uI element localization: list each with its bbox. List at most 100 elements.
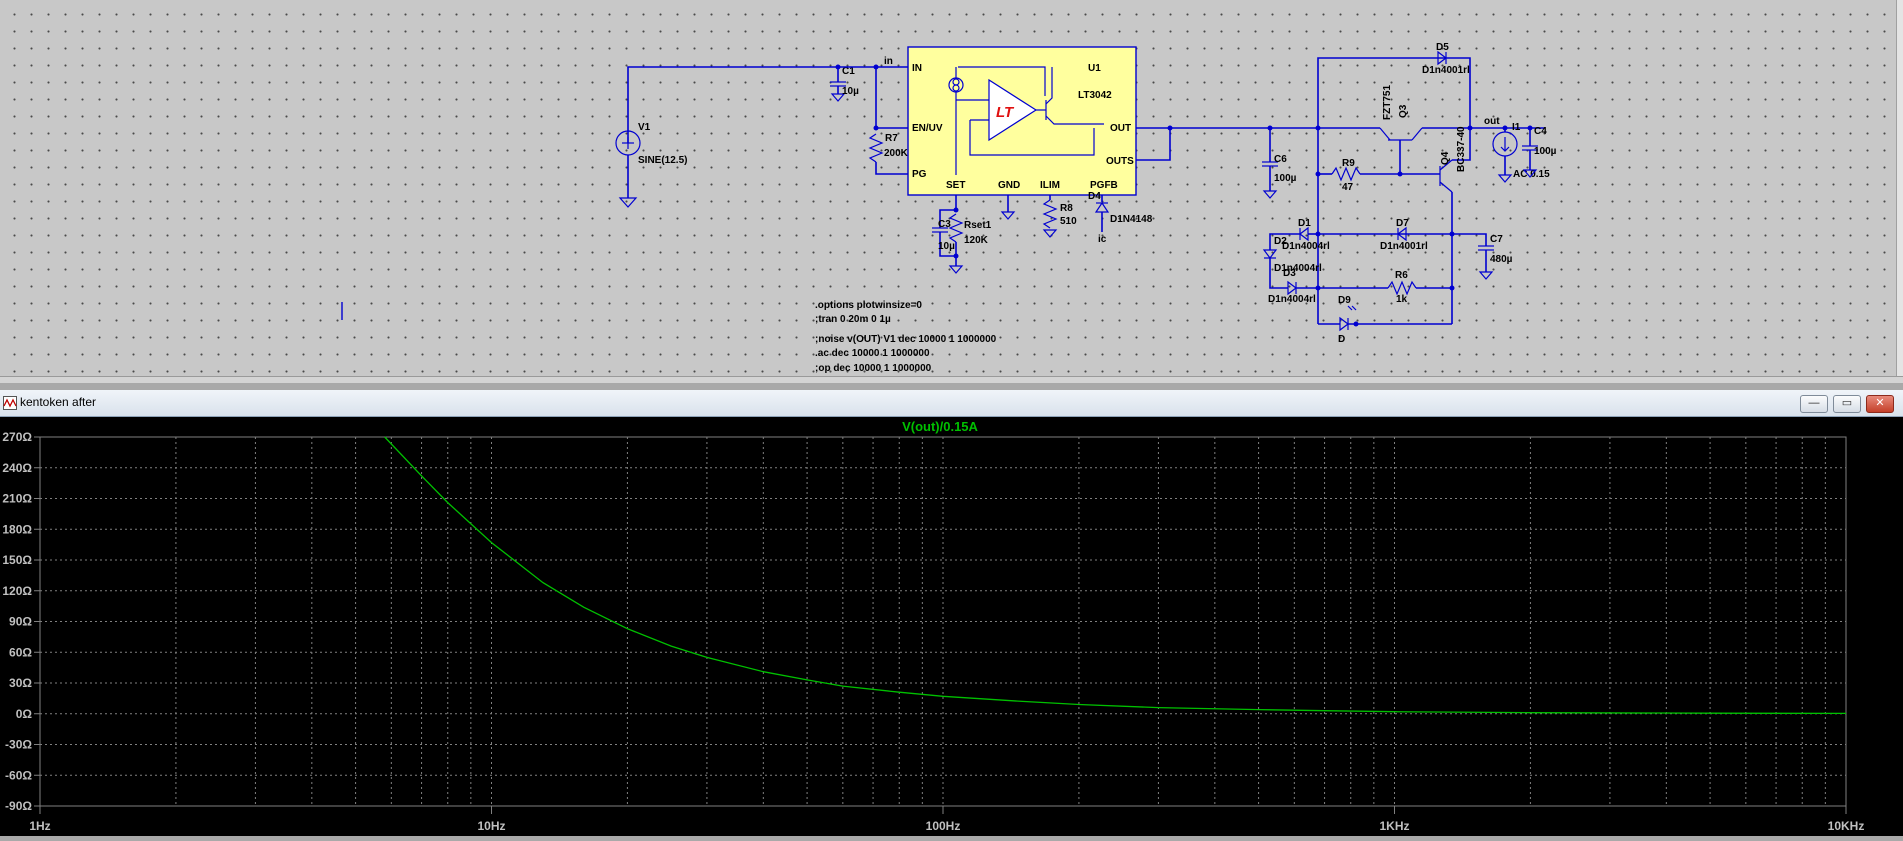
x-tick-label: 1Hz xyxy=(29,819,50,833)
rset1-name: Rset1 xyxy=(964,220,992,231)
u1-value: LT3042 xyxy=(1078,90,1112,101)
d5-name: D5 xyxy=(1436,42,1449,53)
directive-op[interactable]: ;op dec 10000 1 1000000 xyxy=(815,363,932,374)
u1-lt3042-regulator[interactable]: IN EN/UV PG SET GND ILIM PGFB OUT OUTS U… xyxy=(907,46,1137,196)
window-title: kentoken after xyxy=(20,395,97,409)
d7-value: D1n4001rl xyxy=(1380,241,1428,252)
pin-out: OUT xyxy=(1110,123,1131,134)
q3-name: Q3 xyxy=(1398,104,1409,118)
x-tick-label: 10Hz xyxy=(477,819,505,833)
c7-value: 480µ xyxy=(1490,254,1513,265)
y-tick-label: 240Ω xyxy=(2,461,32,475)
r7-value: 200K xyxy=(884,148,909,159)
r8-name: R8 xyxy=(1060,203,1073,214)
directive-ac[interactable]: .ac dec 10000 1 1000000 xyxy=(815,348,930,359)
u1-name: U1 xyxy=(1088,63,1101,74)
pin-pg: PG xyxy=(912,169,927,180)
output-filter-network[interactable]: FZT751 Q3 R9 47 Q4 BC337-40 D5 D1n4001rl… xyxy=(1262,42,1557,345)
c4-value: 100µ xyxy=(1534,146,1557,157)
opamp-triangle xyxy=(988,78,1038,142)
q4-value: BC337-40 xyxy=(1456,126,1467,172)
y-axis-ticks: 270Ω240Ω210Ω180Ω150Ω120Ω90Ω60Ω30Ω0Ω-30Ω-… xyxy=(2,430,40,813)
x-tick-label: 10KHz xyxy=(1828,819,1865,833)
waveform-plot-canvas[interactable]: 270Ω240Ω210Ω180Ω150Ω120Ω90Ω60Ω30Ω0Ω-30Ω-… xyxy=(0,416,1903,836)
d9-name: D9 xyxy=(1338,295,1351,306)
d1-value: D1n4004rl xyxy=(1282,241,1330,252)
y-tick-label: -90Ω xyxy=(5,799,32,813)
r9-value: 47 xyxy=(1342,182,1354,193)
c6-name: C6 xyxy=(1274,154,1287,165)
minimize-button[interactable]: — xyxy=(1800,395,1828,413)
d4-diode[interactable]: D4 D1N4148 ic xyxy=(1088,191,1153,245)
y-tick-label: 180Ω xyxy=(2,522,32,536)
net-label-out: out xyxy=(1484,116,1500,127)
lt-logo-icon: LT xyxy=(996,104,1015,121)
q3-value: FZT751 xyxy=(1382,85,1393,120)
pin-in: IN xyxy=(912,63,922,74)
y-tick-label: 150Ω xyxy=(2,553,32,567)
y-tick-label: 30Ω xyxy=(9,676,32,690)
r8-value: 510 xyxy=(1060,216,1077,227)
schematic-scrollbar[interactable] xyxy=(1896,0,1903,376)
d5-value: D1n4001rl xyxy=(1422,65,1470,76)
c3-name: C3 xyxy=(938,219,951,230)
waveform-window[interactable]: kentoken after — ▭ ✕ 270Ω 240Ω 210Ω 180Ω 150… xyxy=(0,390,1903,836)
close-button[interactable]: ✕ xyxy=(1866,395,1894,413)
pin-ilim: ILIM xyxy=(1040,180,1060,191)
spice-directives[interactable]: .options plotwinsize=0 ;tran 0 20m 0 1µ … xyxy=(815,300,997,374)
i1-name: I1 xyxy=(1512,122,1521,133)
r7-resistor[interactable]: in R7 200K xyxy=(838,56,909,175)
net-label-in: in xyxy=(884,56,893,67)
v1-voltage-source[interactable]: V1 SINE(12.5) xyxy=(615,66,838,208)
y-tick-label: 60Ω xyxy=(9,645,32,659)
d9-value: D xyxy=(1338,334,1345,345)
y-tick-label: -60Ω xyxy=(5,768,32,782)
y-tick-label: 210Ω xyxy=(2,492,32,506)
output-wiring[interactable] xyxy=(1136,125,1318,161)
d7-name: D7 xyxy=(1396,218,1409,229)
d1-name: D1 xyxy=(1298,218,1311,229)
schematic-drawing[interactable]: V1 SINE(12.5) C1 10µ in R7 200K IN EN/UV… xyxy=(0,0,1896,376)
trace-title[interactable]: V(out)/0.15A xyxy=(902,419,978,434)
d3-name: D3 xyxy=(1283,268,1296,279)
maximize-button[interactable]: ▭ xyxy=(1833,395,1861,413)
d2-value: D1n4004rl xyxy=(1274,263,1322,274)
y-tick-label: 0Ω xyxy=(16,707,33,721)
r6-name: R6 xyxy=(1395,270,1408,281)
pin-enuv: EN/UV xyxy=(912,123,943,134)
waveform-app-icon xyxy=(3,396,17,410)
x-tick-label: 1KHz xyxy=(1379,819,1409,833)
d3-value: D1n4004rl xyxy=(1268,294,1316,305)
r9-name: R9 xyxy=(1342,158,1355,169)
rset1-value: 120K xyxy=(964,235,989,246)
plot-grid xyxy=(39,436,1847,807)
directive-options[interactable]: .options plotwinsize=0 xyxy=(815,300,922,311)
net-label-ic: ic xyxy=(1098,234,1107,245)
c7-name: C7 xyxy=(1490,234,1503,245)
directive-tran[interactable]: ;tran 0 20m 0 1µ xyxy=(815,314,891,325)
schematic-canvas[interactable]: V1 SINE(12.5) C1 10µ in R7 200K IN EN/UV… xyxy=(0,0,1903,382)
c1-name: C1 xyxy=(842,66,855,77)
rset1-c3-network[interactable]: C3 10µ Rset1 120K xyxy=(932,195,992,274)
d4-name: D4 xyxy=(1088,191,1101,202)
c3-value: 10µ xyxy=(938,241,955,252)
r8-resistor[interactable]: R8 510 xyxy=(1042,195,1077,238)
schematic-bottom-border xyxy=(0,376,1903,383)
v1-name: V1 xyxy=(638,122,651,133)
window-titlebar[interactable]: kentoken after — ▭ ✕ xyxy=(0,390,1903,417)
v1-value: SINE(12.5) xyxy=(638,155,687,166)
trace-line[interactable] xyxy=(384,436,1847,715)
y-tick-label: 270Ω xyxy=(2,430,32,444)
pin-pgfb: PGFB xyxy=(1090,180,1118,191)
directive-noise[interactable]: ;noise v(OUT) V1 dec 10000 1 1000000 xyxy=(815,334,997,345)
d4-value: D1N4148 xyxy=(1110,214,1153,225)
pin-set: SET xyxy=(946,180,965,191)
d2-name: D2 xyxy=(1274,236,1287,247)
r6-value: 1k xyxy=(1396,294,1408,305)
c1-capacitor[interactable]: C1 10µ xyxy=(830,64,859,102)
y-tick-label: -30Ω xyxy=(5,738,32,752)
r7-name: R7 xyxy=(885,133,898,144)
c6-capacitor[interactable]: C6 100µ xyxy=(1262,125,1297,199)
